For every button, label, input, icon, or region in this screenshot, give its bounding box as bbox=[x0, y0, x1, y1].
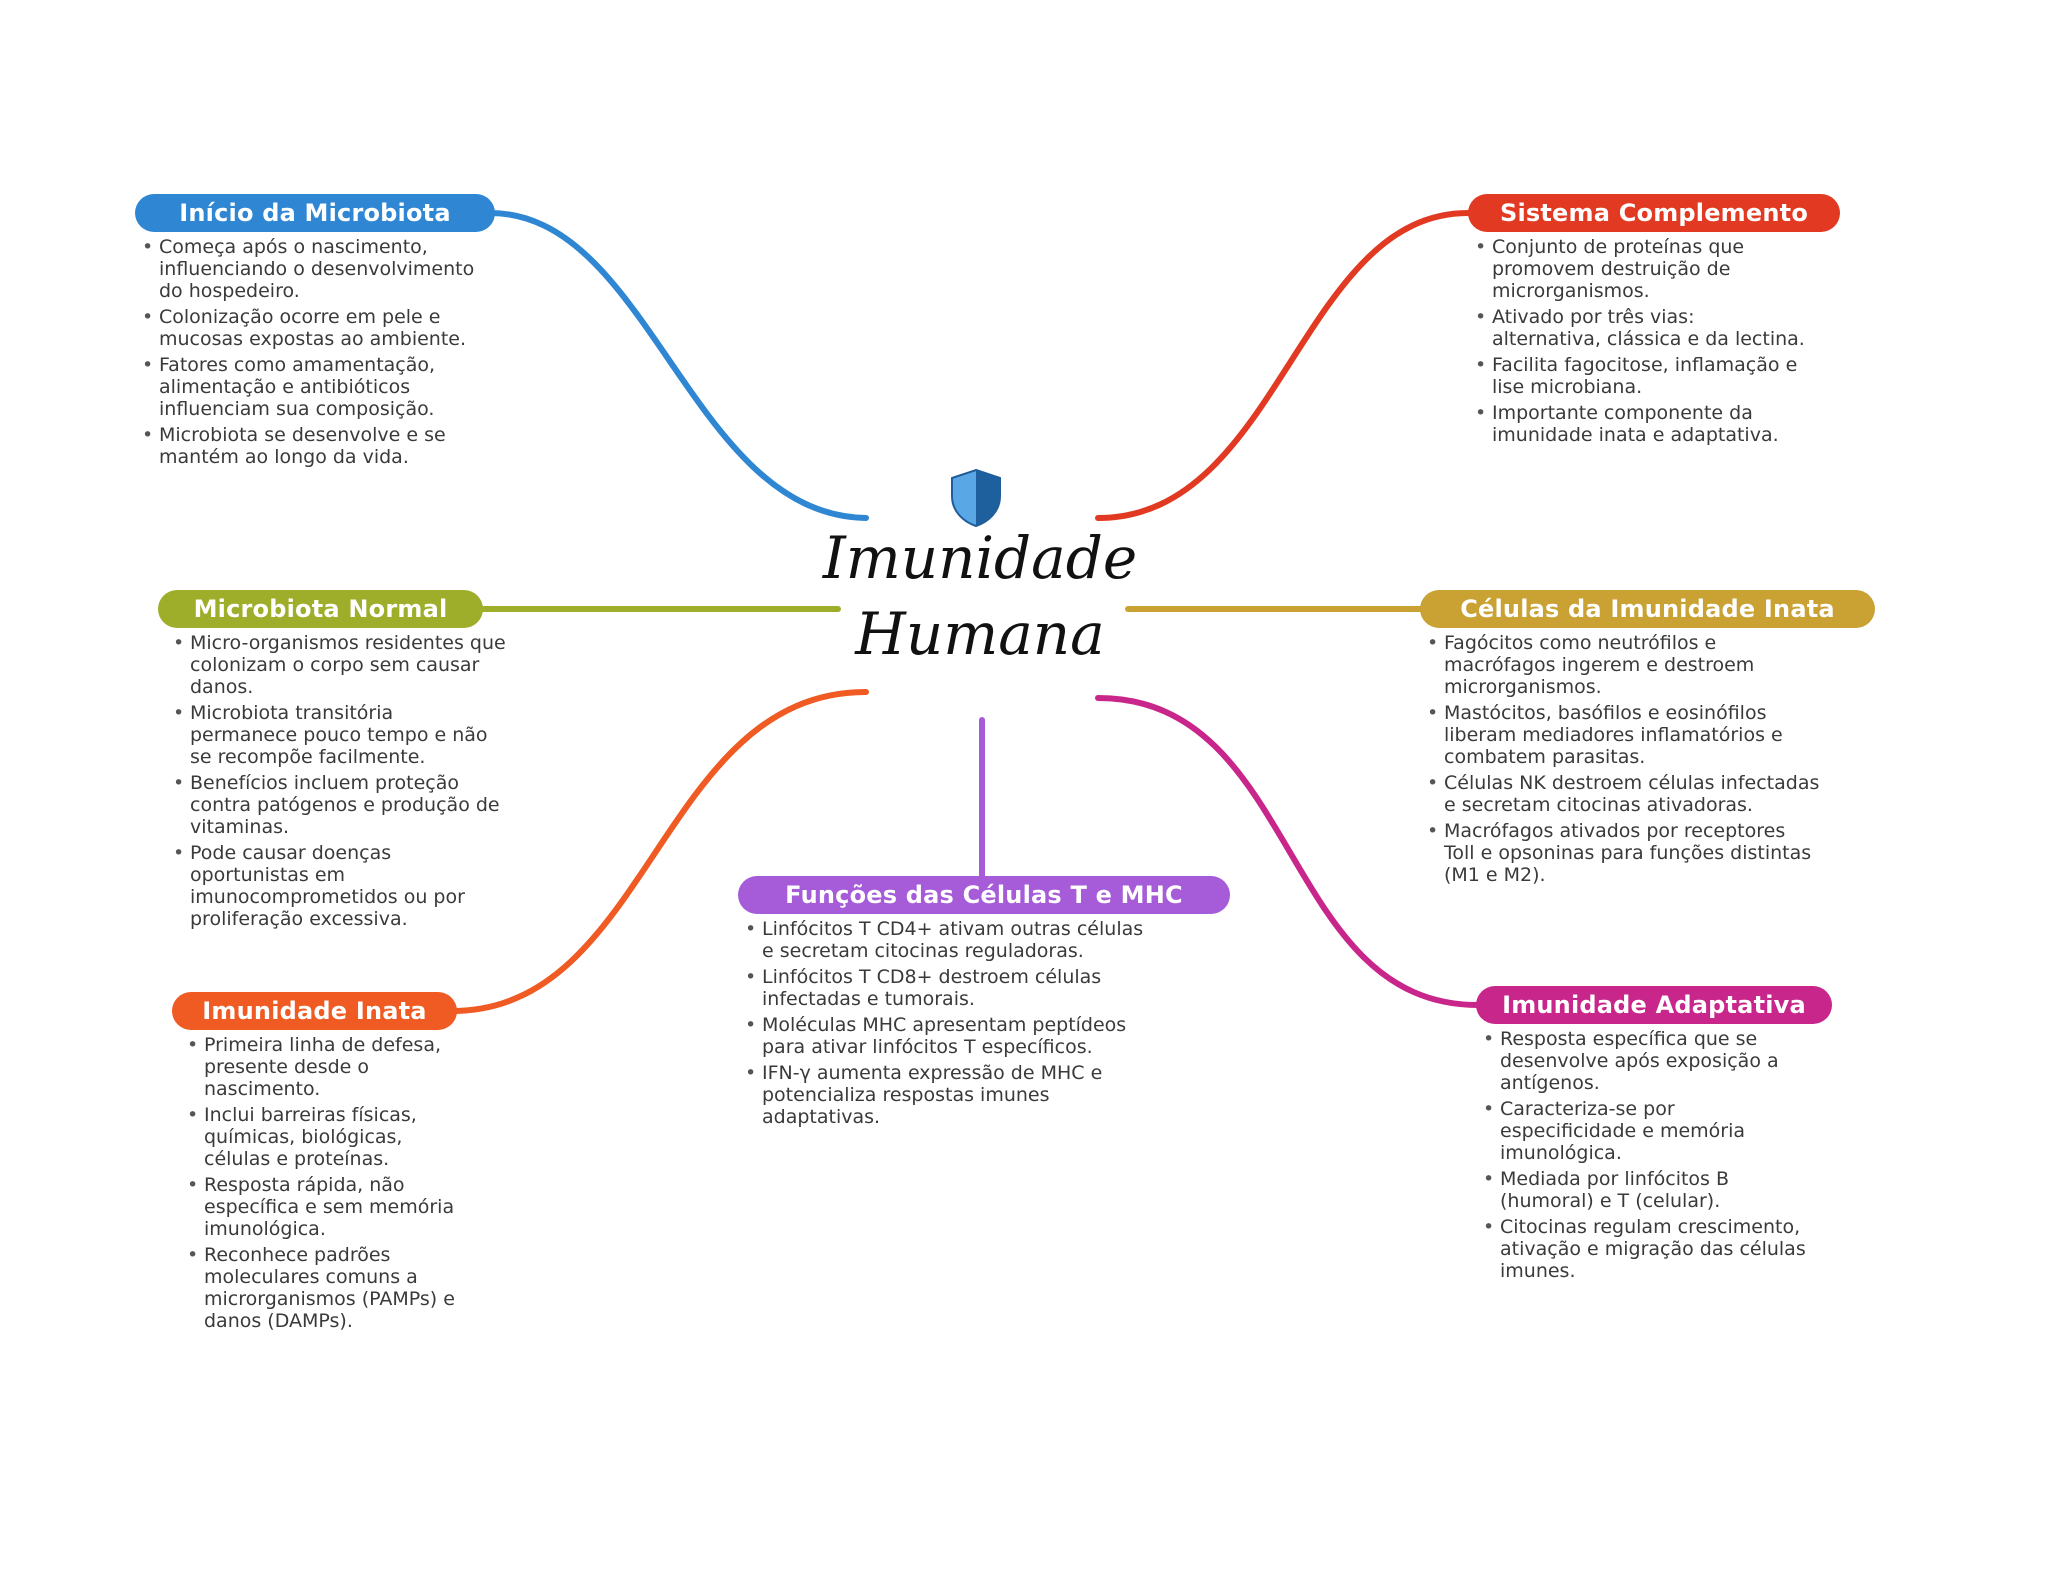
bullet-item: IFN-γ aumenta expressão de MHC e potenci… bbox=[738, 1062, 1158, 1128]
branch-imunidade-inata: Imunidade Inata Primeira linha de defesa… bbox=[172, 992, 472, 1336]
bullet-item: Moléculas MHC apresentam peptídeos para … bbox=[738, 1014, 1158, 1058]
branch-sistema-complemento: Sistema Complemento Conjunto de proteína… bbox=[1468, 194, 1840, 450]
bullet-item: Citocinas regulam crescimento, ativação … bbox=[1476, 1216, 1816, 1282]
bullet-item: Reconhece padrões moleculares comuns a m… bbox=[180, 1244, 472, 1332]
branch-bullet-list: Primeira linha de defesa, presente desde… bbox=[180, 1034, 472, 1332]
bullet-item: Importante componente da imunidade inata… bbox=[1468, 402, 1808, 446]
branch-inicio-microbiota: Início da Microbiota Começa após o nasci… bbox=[135, 194, 495, 472]
bullet-item: Ativado por três vias: alternativa, clás… bbox=[1468, 306, 1808, 350]
branch-bullet-list: Resposta específica que se desenvolve ap… bbox=[1476, 1028, 1816, 1282]
central-title-line2: Humana bbox=[855, 600, 1105, 668]
bullet-item: Colonização ocorre em pele e mucosas exp… bbox=[135, 306, 495, 350]
bullet-item: Resposta rápida, não específica e sem me… bbox=[180, 1174, 472, 1240]
central-title-line1: Imunidade bbox=[822, 524, 1138, 592]
shield-icon bbox=[951, 468, 1001, 528]
branch-microbiota-normal: Microbiota Normal Micro-organismos resid… bbox=[158, 590, 508, 934]
bullet-item: Micro-organismos residentes que coloniza… bbox=[166, 632, 506, 698]
branch-bullet-list: Fagócitos como neutrófilos e macrófagos … bbox=[1420, 632, 1820, 886]
bullet-item: Começa após o nascimento, influenciando … bbox=[135, 236, 495, 302]
bullet-item: Linfócitos T CD4+ ativam outras células … bbox=[738, 918, 1158, 962]
branch-title-pill[interactable]: Imunidade Inata bbox=[172, 992, 457, 1030]
branch-bullet-list: Começa após o nascimento, influenciando … bbox=[135, 236, 495, 468]
connector-sistema-complemento bbox=[1095, 210, 1471, 521]
bullet-item: Linfócitos T CD8+ destroem células infec… bbox=[738, 966, 1158, 1010]
bullet-item: Facilita fagocitose, inflamação e lise m… bbox=[1468, 354, 1808, 398]
branch-title-pill[interactable]: Microbiota Normal bbox=[158, 590, 483, 628]
bullet-item: Inclui barreiras físicas, químicas, biol… bbox=[180, 1104, 472, 1170]
branch-title-pill[interactable]: Células da Imunidade Inata bbox=[1420, 590, 1875, 628]
bullet-item: Macrófagos ativados por receptores Toll … bbox=[1420, 820, 1820, 886]
bullet-item: Pode causar doenças oportunistas em imun… bbox=[166, 842, 506, 930]
bullet-item: Microbiota se desenvolve e se mantém ao … bbox=[135, 424, 495, 468]
branch-title-pill[interactable]: Funções das Células T e MHC bbox=[738, 876, 1230, 914]
connector-imunidade-inata bbox=[449, 689, 869, 1014]
bullet-item: Primeira linha de defesa, presente desde… bbox=[180, 1034, 472, 1100]
branch-title-pill[interactable]: Início da Microbiota bbox=[135, 194, 495, 232]
bullet-item: Fagócitos como neutrófilos e macrófagos … bbox=[1420, 632, 1820, 698]
bullet-item: Células NK destroem células infectadas e… bbox=[1420, 772, 1820, 816]
branch-title-pill[interactable]: Sistema Complemento bbox=[1468, 194, 1840, 232]
bullet-item: Mediada por linfócitos B (humoral) e T (… bbox=[1476, 1168, 1816, 1212]
branch-bullet-list: Conjunto de proteínas que promovem destr… bbox=[1468, 236, 1808, 446]
branch-celulas-inata: Células da Imunidade Inata Fagócitos com… bbox=[1420, 590, 1875, 890]
central-title: Imunidade Humana bbox=[800, 520, 1160, 672]
connector-imunidade-adaptativa bbox=[1095, 695, 1481, 1008]
branch-bullet-list: Linfócitos T CD4+ ativam outras células … bbox=[738, 918, 1158, 1128]
branch-imunidade-adaptativa: Imunidade Adaptativa Resposta específica… bbox=[1476, 986, 1832, 1286]
connector-inicio bbox=[487, 210, 869, 521]
bullet-item: Mastócitos, basófilos e eosinófilos libe… bbox=[1420, 702, 1820, 768]
bullet-item: Fatores como amamentação, alimentação e … bbox=[135, 354, 495, 420]
bullet-item: Resposta específica que se desenvolve ap… bbox=[1476, 1028, 1816, 1094]
branch-title-pill[interactable]: Imunidade Adaptativa bbox=[1476, 986, 1832, 1024]
bullet-item: Microbiota transitória permanece pouco t… bbox=[166, 702, 506, 768]
bullet-item: Conjunto de proteínas que promovem destr… bbox=[1468, 236, 1808, 302]
bullet-item: Caracteriza-se por especificidade e memó… bbox=[1476, 1098, 1816, 1164]
bullet-item: Benefícios incluem proteção contra patóg… bbox=[166, 772, 506, 838]
branch-bullet-list: Micro-organismos residentes que coloniza… bbox=[166, 632, 506, 930]
branch-funcoes-t-mhc: Funções das Células T e MHC Linfócitos T… bbox=[738, 876, 1230, 1132]
